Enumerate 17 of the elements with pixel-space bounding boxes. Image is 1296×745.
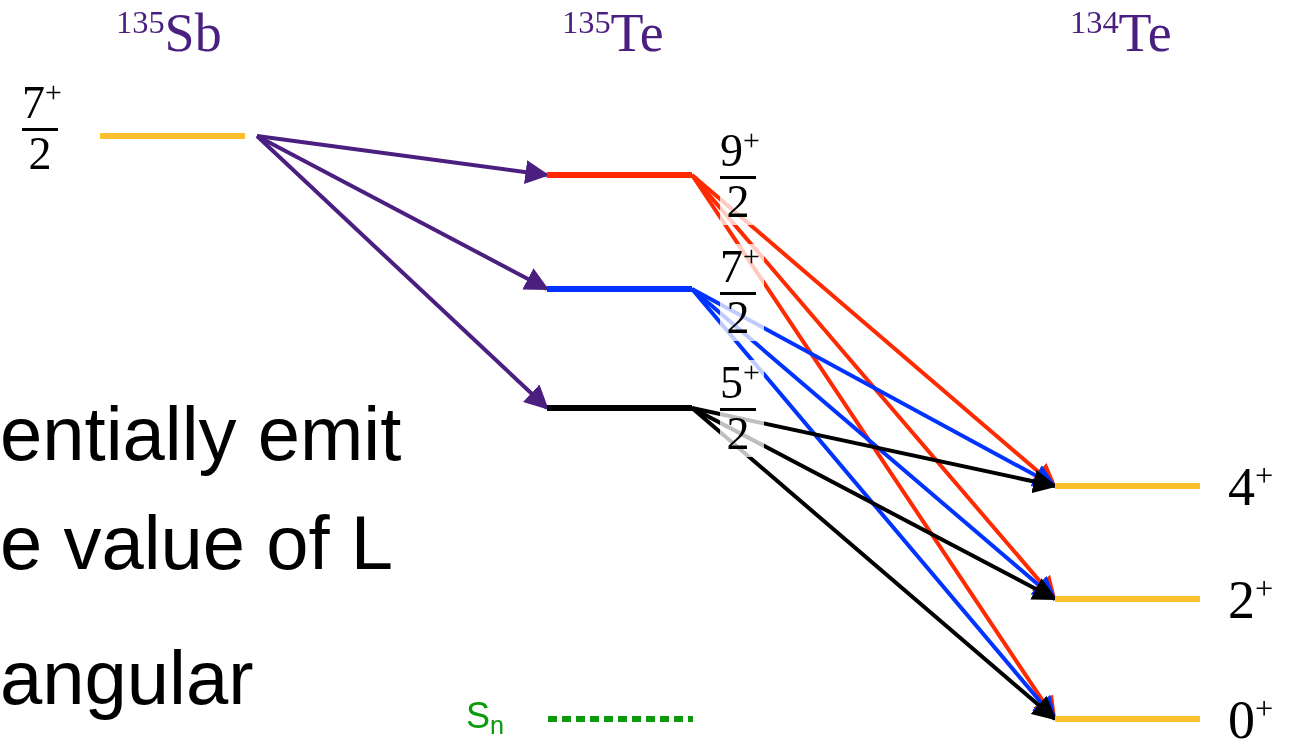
spin-fraction: 5$^{+}$ 2	[720, 360, 764, 457]
separation-energy-label: S$_{n}$	[466, 698, 505, 734]
spin-fraction: 7$^{+}$ 2	[720, 244, 764, 341]
transition-arrow	[255, 134, 549, 410]
transition-arrow	[256, 134, 550, 291]
transition-arrow	[691, 287, 1058, 488]
spin-label: 2$^{+}$	[1228, 573, 1274, 627]
nucleus-heading: $^{134}$Te	[1070, 2, 1172, 64]
transition-arrow	[256, 134, 550, 184]
transition-arrow	[690, 406, 1057, 721]
nucleus-heading: $^{135}$Sb	[116, 2, 222, 64]
spin-label: 4$^{+}$	[1228, 460, 1274, 514]
spin-label: 0$^{+}$	[1228, 693, 1274, 745]
transition-arrow	[691, 406, 1058, 494]
body-text: e value of L	[0, 505, 393, 581]
nucleus-heading: $^{135}$Te	[562, 2, 664, 64]
transition-arrow	[691, 406, 1058, 601]
